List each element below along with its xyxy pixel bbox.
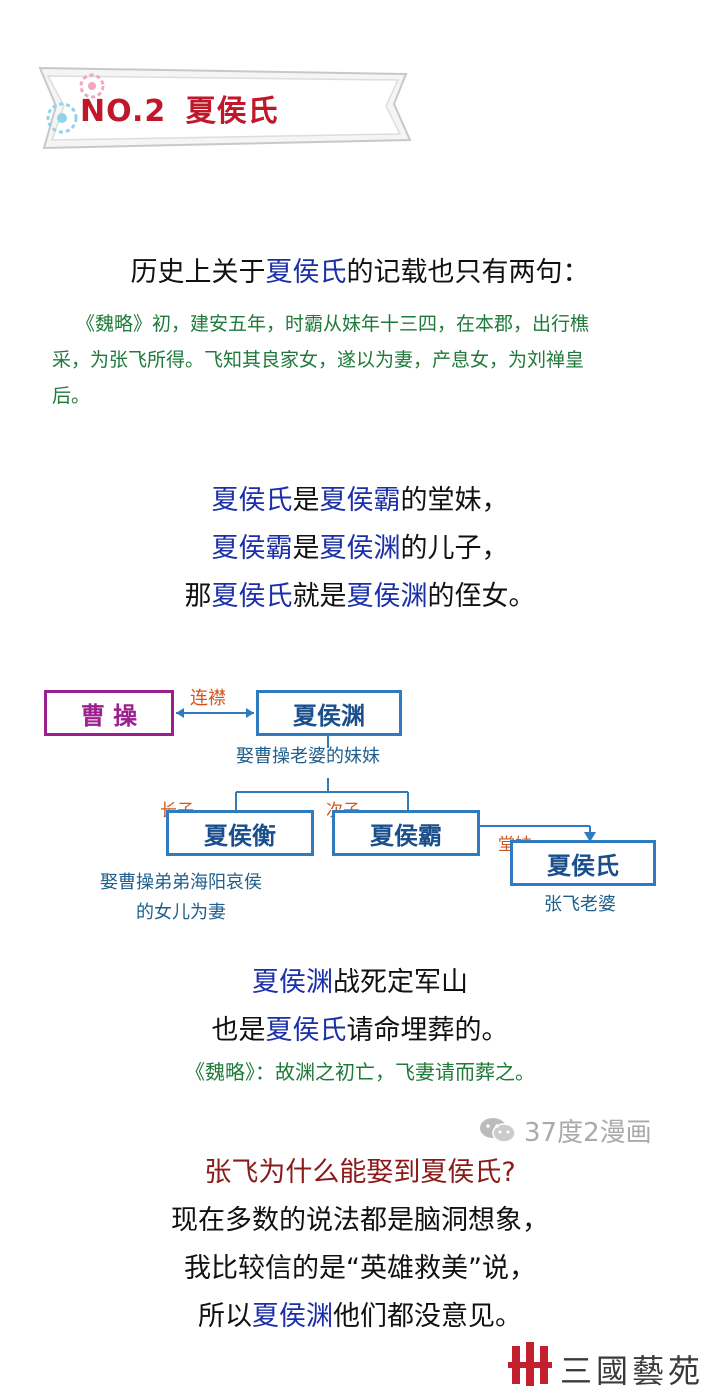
note-line: 的女儿为妻 [136, 902, 226, 923]
death-quote: 《魏略》：故渊之初亡，飞妻请而葬之。 [185, 1060, 535, 1084]
closing-line-3: 所以夏侯渊他们都没意见。 [0, 1294, 720, 1333]
intro-heading: 历史上关于夏侯氏的记载也只有两句： [0, 250, 720, 289]
intro-name: 夏侯氏 [265, 257, 347, 288]
closing-line-2: 我比较信的是“英雄救美”说， [184, 1253, 536, 1284]
rel-a: 夏侯霸 [211, 533, 293, 564]
watermark-text: 37度2漫画 [524, 1118, 652, 1148]
intro-pre: 历史上关于 [130, 257, 266, 288]
death-name: 夏侯渊 [252, 967, 333, 998]
note-xiahou-heng: 娶曹操弟弟海阳哀侯 的女儿为妻 [78, 868, 284, 928]
section-title: NO.2 夏侯氏 [80, 86, 279, 130]
xiahou-yuan-label: 夏侯渊 [293, 701, 365, 730]
closing-line-1: 现在多数的说法都是脑洞想象， [171, 1205, 549, 1236]
relation-line: 夏侯氏是夏侯霸的堂妹， [0, 478, 720, 517]
death-line-2: 也是夏侯氏请命埋葬的。 [0, 1008, 720, 1047]
death-line-1: 夏侯渊战死定军山 [0, 960, 720, 999]
title-ribbon [38, 66, 412, 150]
rel-b: 夏侯渊 [346, 581, 428, 612]
rel-end: 的侄女。 [427, 581, 536, 612]
quote-line: 后。 [52, 385, 91, 407]
wechat-icon [478, 1115, 518, 1152]
rel-mid: 是 [292, 485, 320, 516]
death-post: 请命埋葬的。 [346, 1015, 509, 1046]
rel-b: 夏侯霸 [319, 485, 401, 516]
closing-name: 夏侯渊 [252, 1301, 333, 1332]
title-name: 夏侯氏 [185, 94, 279, 129]
title-number: NO.2 [80, 94, 167, 129]
quote-line: 《魏略》初，建安五年，时霸从妹年十三四，在本郡，出行樵 [76, 313, 590, 335]
rel-b: 夏侯渊 [319, 533, 401, 564]
rel-a: 夏侯氏 [211, 485, 293, 516]
intro-post: 的记载也只有两句： [346, 257, 590, 288]
quote-line: 采，为张飞所得。飞知其良家女，遂以为妻，产息女，为刘禅皇 [52, 349, 585, 371]
rel-end: 的堂妹， [400, 485, 509, 516]
rel-mid: 是 [292, 533, 320, 564]
closing-question: 张飞为什么能娶到夏侯氏? [204, 1157, 516, 1188]
note-line: 娶曹操弟弟海阳哀侯 [100, 872, 262, 893]
note-marry-sister: 娶曹操老婆的妹妹 [236, 746, 380, 767]
box-xiahou-ba: 夏侯霸 [332, 810, 480, 856]
death-name: 夏侯氏 [265, 1015, 347, 1046]
label-lianjin: 连襟 [190, 688, 226, 709]
closing-post: 他们都没意见。 [333, 1301, 522, 1332]
xiahou-shi-label: 夏侯氏 [547, 851, 619, 880]
box-cao-cao: 曹 操 [44, 690, 174, 736]
box-xiahou-yuan: 夏侯渊 [256, 690, 402, 736]
closing-pre: 所以 [198, 1301, 252, 1332]
logo-text: 三國藝苑 [560, 1352, 705, 1390]
cao-cao-label: 曹 操 [80, 701, 138, 730]
xiahou-heng-label: 夏侯衡 [204, 821, 276, 850]
box-xiahou-heng: 夏侯衡 [166, 810, 314, 856]
death-post: 战死定军山 [333, 967, 468, 998]
historical-quote: 《魏略》初，建安五年，时霸从妹年十三四，在本郡，出行樵 采，为张飞所得。飞知其良… [52, 306, 672, 414]
box-xiahou-shi: 夏侯氏 [510, 840, 656, 886]
rel-pre: 那 [184, 581, 212, 612]
diagram-connectors [176, 708, 596, 842]
logo-icon [508, 1342, 552, 1386]
rel-a: 夏侯氏 [211, 581, 293, 612]
flower-icon [46, 73, 105, 134]
relation-line: 那夏侯氏就是夏侯渊的侄女。 [0, 574, 720, 613]
xiahou-ba-label: 夏侯霸 [370, 821, 442, 850]
note-zhangfei-wife: 张飞老婆 [544, 894, 616, 915]
death-pre: 也是 [211, 1015, 266, 1046]
watermark: 37度2漫画 [478, 1112, 652, 1152]
rel-end: 的儿子， [400, 533, 509, 564]
relation-line: 夏侯霸是夏侯渊的儿子， [0, 526, 720, 565]
rel-mid: 就是 [292, 581, 347, 612]
